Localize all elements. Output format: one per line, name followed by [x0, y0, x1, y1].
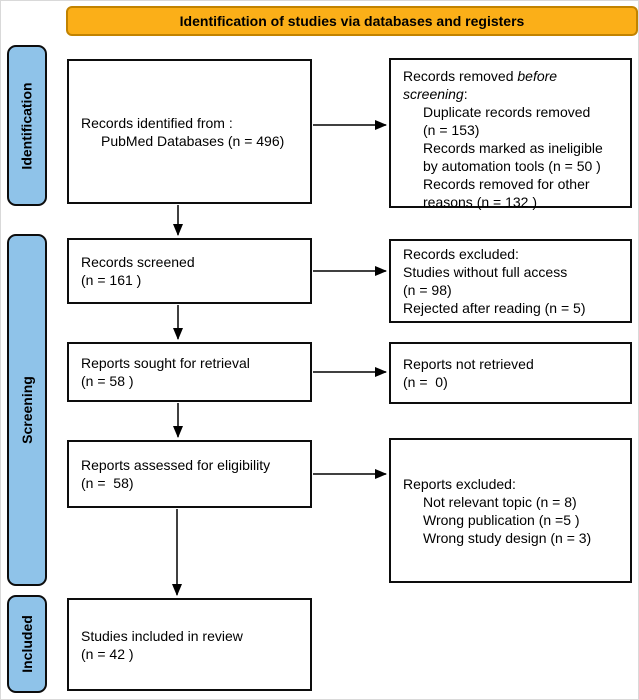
text-line: Records removed before [391, 67, 630, 85]
banner-label: Identification of studies via databases … [179, 13, 525, 29]
text-line: by automation tools (n = 50 ) [423, 158, 601, 174]
text-line: (n = 161 ) [81, 272, 142, 288]
text-line: screening: [391, 85, 630, 103]
stage-screening: Screening [7, 234, 47, 586]
box-reports-assessed: Reports assessed for eligibility (n = 58… [67, 440, 312, 508]
text-segment-italic: before [517, 68, 558, 84]
text-line: Duplicate records removed [423, 104, 591, 120]
banner: Identification of studies via databases … [66, 6, 638, 36]
stage-identification-label: Identification [19, 81, 35, 170]
stage-included-label: Included [19, 615, 35, 673]
text-line: (n = 58 ) [81, 373, 134, 389]
text-line: Records screened [81, 254, 195, 270]
text-line: Records removed for other [423, 176, 590, 192]
text-line: (n = 98) [403, 282, 452, 298]
stage-screening-label: Screening [19, 376, 36, 444]
box-reports-sought: Reports sought for retrieval (n = 58 ) [67, 342, 312, 402]
text-line: Records identified from : [81, 114, 233, 131]
text-line: (n = 58) [81, 475, 134, 491]
text-segment: Records removed [403, 68, 518, 84]
text-line: Wrong publication (n =5 ) [423, 511, 580, 528]
box-records-screened: Records screened (n = 161 ) [67, 238, 312, 304]
text-line: (n = 42 ) [81, 645, 134, 662]
text-line: Not relevant topic (n = 8) [423, 493, 577, 510]
box-reports-excluded: Reports excluded: Not relevant topic (n … [389, 438, 632, 583]
text-line: reasons (n = 132 ) [423, 194, 538, 210]
text-line: Reports sought for retrieval [81, 355, 250, 371]
text-line: (n = 0) [403, 374, 448, 390]
text-segment-italic: screening [403, 86, 464, 102]
text-line: Reports excluded: [403, 475, 516, 492]
box-records-excluded: Records excluded: Studies without full a… [389, 239, 632, 323]
text-line: Studies without full access [403, 264, 568, 280]
box-studies-included: Studies included in review (n = 42 ) [67, 598, 312, 691]
text-line: Wrong study design (n = 3) [423, 529, 592, 546]
text-line: (n = 153) [423, 122, 480, 138]
text-line: Records marked as ineligible [423, 140, 603, 156]
box-records-removed: Records removed before screening: Duplic… [389, 58, 632, 210]
text-line: Studies included in review [81, 627, 243, 644]
text-line: Records excluded: [403, 246, 519, 262]
text-line: Rejected after reading (n = 5) [403, 300, 586, 316]
text-line: Reports not retrieved [403, 356, 534, 372]
text-line: Reports assessed for eligibility [81, 457, 271, 473]
box-records-identified: Records identified from : PubMed Databas… [67, 59, 312, 204]
text-line: PubMed Databases (n = 496) [101, 132, 285, 149]
stage-identification: Identification [7, 45, 47, 206]
stage-included: Included [7, 595, 47, 693]
box-reports-not-retrieved: Reports not retrieved (n = 0) [389, 342, 632, 404]
text-segment: : [463, 86, 468, 102]
